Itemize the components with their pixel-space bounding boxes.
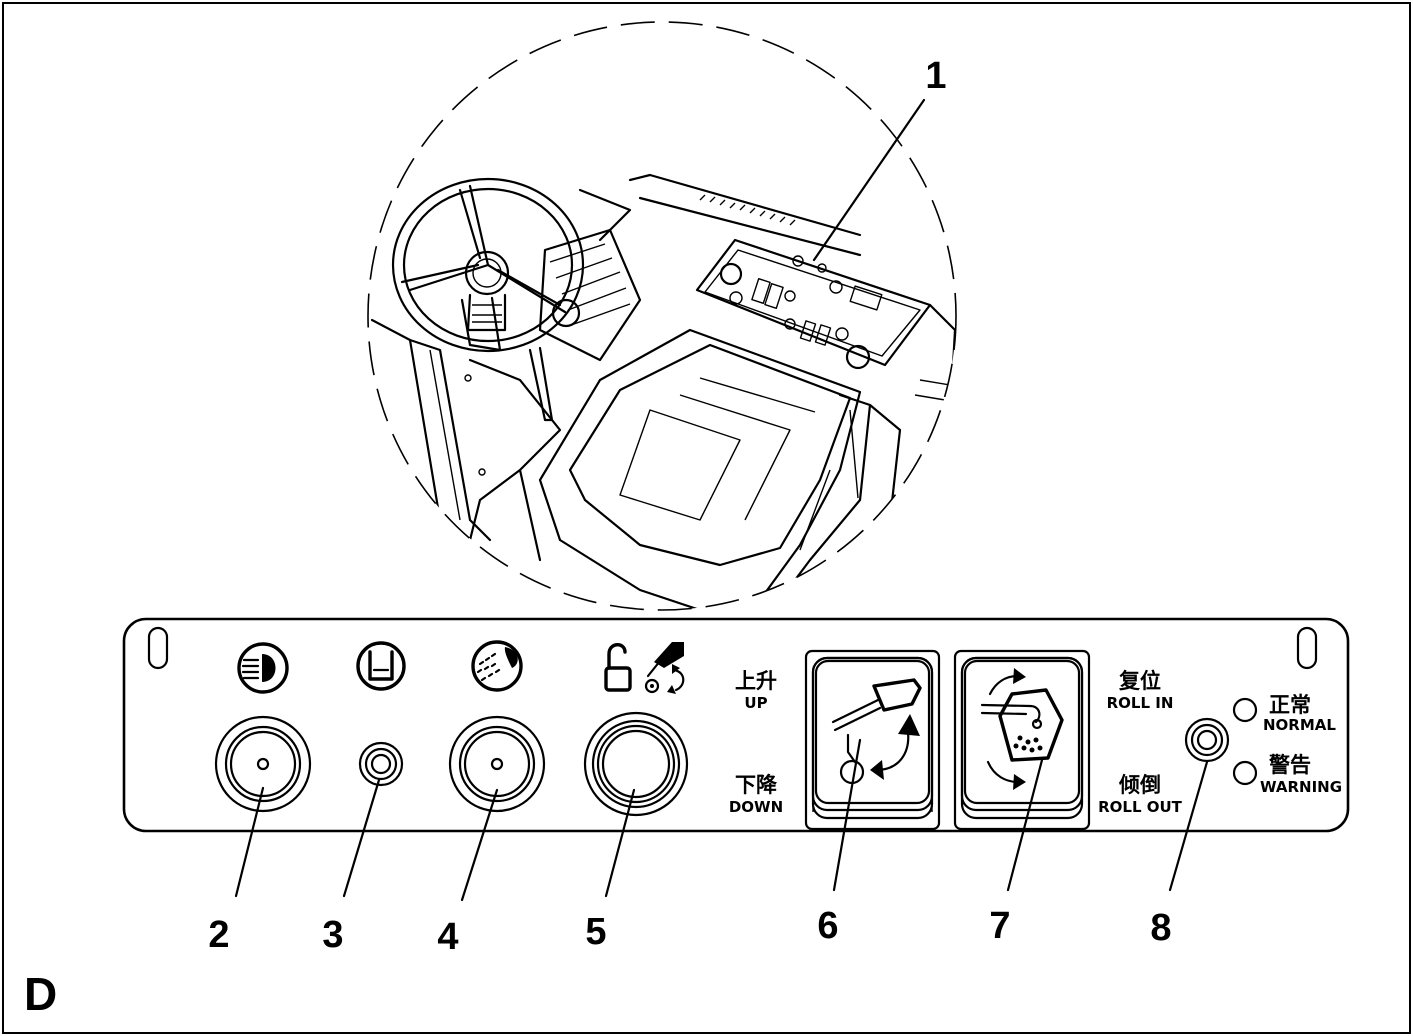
warning-label-en: WARNING — [1260, 778, 1342, 796]
status-indicator-lamp — [1184, 717, 1230, 763]
callout-6: 6 — [817, 905, 838, 947]
roll-out-label-cn: 倾倒 — [1118, 773, 1161, 797]
callout-1: 1 — [925, 55, 946, 97]
callout-4: 4 — [437, 916, 458, 958]
callout-numbers: 1 2 3 4 5 6 7 8 — [208, 55, 1171, 958]
normal-legend: 正常 NORMAL — [1232, 693, 1336, 734]
normal-label-cn: 正常 — [1269, 693, 1311, 717]
down-label-en: DOWN — [729, 798, 783, 816]
headlight-icon — [237, 642, 289, 694]
leader-lines — [234, 738, 1209, 902]
tank-level-icon — [356, 641, 406, 691]
callout-7: 7 — [989, 905, 1010, 947]
down-label-cn: 下降 — [735, 773, 778, 797]
detail-circle — [367, 21, 957, 611]
panel-outline — [122, 617, 1350, 833]
warning-label-cn: 警告 — [1268, 753, 1311, 777]
roll-in-label-cn: 复位 — [1118, 669, 1161, 693]
callout-2: 2 — [208, 914, 229, 956]
up-label-cn: 上升 — [735, 669, 777, 693]
roll-in-label-en: ROLL IN — [1107, 694, 1174, 712]
up-label-en: UP — [744, 694, 767, 712]
roll-out-label-en: ROLL OUT — [1098, 798, 1183, 816]
control-panel-strip: 上升 UP 下降 DOWN — [122, 617, 1350, 833]
spray-switch-knob[interactable] — [448, 715, 546, 813]
spray-icon — [471, 640, 523, 692]
figure-label: D — [24, 968, 57, 1020]
headlight-switch-knob[interactable] — [214, 715, 312, 813]
callout-8: 8 — [1150, 907, 1171, 949]
hopper-lift-rocker-switch[interactable] — [804, 649, 941, 831]
mounting-slot-right — [1296, 626, 1318, 670]
normal-label-en: NORMAL — [1263, 716, 1336, 734]
hopper-lift-icon — [831, 678, 922, 785]
mounting-slot-left — [147, 626, 169, 670]
hopper-tilt-icon — [980, 668, 1064, 790]
hopper-unlock-button[interactable] — [583, 711, 689, 817]
unlock-hopper-icon — [604, 642, 685, 694]
hopper-tilt-rocker-switch[interactable] — [953, 649, 1091, 831]
machine-overview-illustration — [367, 21, 957, 611]
tank-level-indicator-lamp — [358, 741, 404, 787]
callout-3: 3 — [322, 914, 343, 956]
warning-legend: 警告 WARNING — [1232, 753, 1342, 796]
leader-line-1 — [812, 98, 926, 262]
callout-5: 5 — [585, 911, 606, 953]
